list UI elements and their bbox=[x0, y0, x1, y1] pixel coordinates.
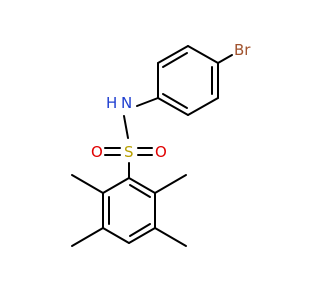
atom-s: S bbox=[124, 143, 134, 161]
atom-o-right: O bbox=[155, 143, 167, 161]
bond-ring2-f bbox=[102, 177, 130, 194]
atom-n: N bbox=[121, 94, 132, 112]
bonds bbox=[71, 45, 233, 247]
bond-ring1-a bbox=[187, 45, 219, 64]
bond-ring1-b bbox=[157, 45, 189, 64]
atom-labels: Br H N S O O bbox=[91, 41, 251, 161]
bond-methyl-left-upper bbox=[71, 174, 104, 194]
bond-ring2-d bbox=[102, 227, 130, 244]
molecule-structure: Br H N S O O bbox=[71, 41, 251, 247]
bond-ring1-d-double bbox=[162, 93, 188, 109]
bond-n-s bbox=[123, 115, 129, 139]
bond-methyl-right-lower bbox=[154, 227, 187, 247]
atom-h: H bbox=[106, 94, 117, 112]
bond-ring2-a bbox=[128, 177, 156, 194]
bond-ring2-c bbox=[128, 227, 156, 244]
bond-ring2-c-double bbox=[129, 223, 151, 237]
bond-methyl-left-lower bbox=[71, 227, 104, 247]
bond-methyl-right-upper bbox=[154, 174, 187, 194]
bond-c-n bbox=[136, 97, 159, 107]
bond-ring1-e bbox=[187, 97, 219, 116]
atom-br: Br bbox=[234, 41, 251, 59]
bond-ring1-b-double bbox=[162, 52, 188, 68]
bond-ring1-d bbox=[157, 97, 189, 116]
atom-o-left: O bbox=[91, 143, 103, 161]
bond-c-br bbox=[217, 54, 233, 64]
bond-ring2-a-double bbox=[129, 184, 151, 198]
